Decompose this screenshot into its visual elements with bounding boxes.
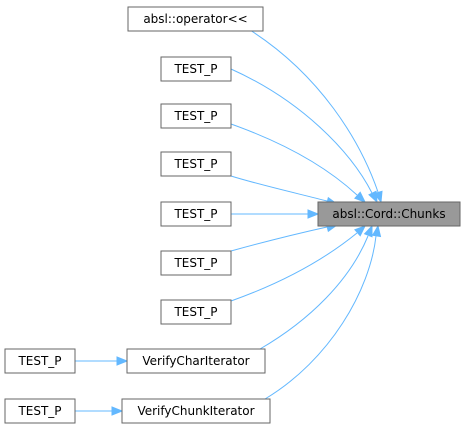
arrowhead-icon	[111, 406, 124, 416]
node-label: absl::operator<<	[143, 12, 247, 26]
node-test-p-5[interactable]: TEST_P	[160, 250, 232, 276]
node-box	[160, 56, 232, 82]
node-label: TEST_P	[173, 256, 217, 270]
arrowhead-icon	[363, 224, 373, 238]
node-box	[160, 299, 232, 325]
edge-test-p-3-to-chunks	[230, 175, 328, 202]
edge-test-p-6-to-chunks	[230, 232, 358, 302]
node-test-p-6[interactable]: TEST_P	[160, 299, 232, 325]
node-box	[317, 201, 461, 227]
arrowhead-icon	[307, 209, 320, 219]
arrowhead-icon	[371, 224, 382, 238]
node-label: VerifyCharIterator	[142, 354, 249, 368]
node-verify-chunk-iterator[interactable]: VerifyChunkIterator	[121, 398, 271, 424]
node-label: absl::Cord::Chunks	[332, 207, 445, 221]
node-absl-cord-chunks[interactable]: absl::Cord::Chunks	[317, 201, 461, 227]
node-test-p-2[interactable]: TEST_P	[160, 103, 232, 129]
node-label: TEST_P	[173, 305, 217, 319]
node-label: TEST_P	[173, 207, 217, 221]
node-label: TEST_P	[173, 109, 217, 123]
node-box	[127, 6, 264, 32]
node-label: TEST_P	[17, 354, 61, 368]
node-label: TEST_P	[17, 404, 61, 418]
node-box	[4, 348, 76, 374]
node-test-p-char-caller[interactable]: TEST_P	[4, 348, 76, 374]
node-label: TEST_P	[173, 62, 217, 76]
edge-verify-chunk-iterator-to-chunks	[264, 235, 377, 400]
node-box	[160, 201, 232, 227]
edge-test-p-1-to-chunks	[230, 68, 373, 194]
node-box	[160, 151, 232, 177]
node-box	[160, 103, 232, 129]
node-box	[4, 398, 76, 424]
arrowhead-icon	[116, 356, 129, 366]
edge-operator-to-chunks	[249, 29, 379, 193]
node-label: VerifyChunkIterator	[137, 404, 254, 418]
node-box	[160, 250, 232, 276]
edge-verify-char-iterator-to-chunks	[259, 235, 369, 350]
node-label: TEST_P	[173, 157, 217, 171]
node-test-p-4[interactable]: TEST_P	[160, 201, 232, 227]
node-box	[126, 348, 266, 374]
node-absl-operator[interactable]: absl::operator<<	[127, 6, 264, 32]
arrowhead-icon	[354, 191, 367, 203]
node-box	[121, 398, 271, 424]
edge-test-p-5-to-chunks	[230, 226, 328, 252]
arrowhead-icon	[368, 190, 378, 204]
edge-test-p-2-to-chunks	[230, 123, 358, 196]
node-test-p-3[interactable]: TEST_P	[160, 151, 232, 177]
node-verify-char-iterator[interactable]: VerifyCharIterator	[126, 348, 266, 374]
node-test-p-chunk-caller[interactable]: TEST_P	[4, 398, 76, 424]
node-test-p-1[interactable]: TEST_P	[160, 56, 232, 82]
arrowhead-icon	[354, 225, 367, 237]
